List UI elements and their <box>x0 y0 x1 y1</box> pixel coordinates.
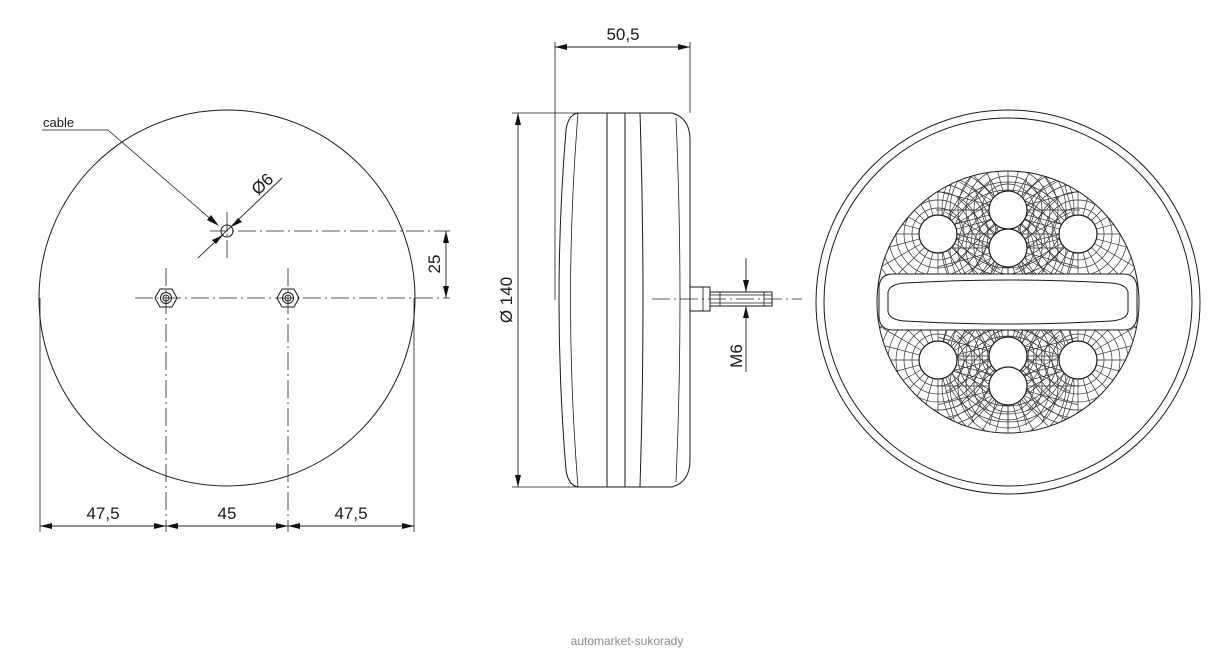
cable-label: cable <box>43 115 74 130</box>
side-housing-back <box>600 112 691 488</box>
watermark: automarket-sukorady <box>571 634 684 648</box>
led-hole <box>918 340 958 380</box>
hole-diameter-leader <box>197 177 283 259</box>
led-hole <box>988 190 1028 230</box>
hole-diameter-arrow-b <box>231 218 242 227</box>
rear-view: Ø6 cable 47,5 45 <box>38 109 450 532</box>
width-mid-label: 45 <box>218 504 237 523</box>
side-lens-curve <box>570 112 579 488</box>
led-hole <box>918 214 958 254</box>
led-holes <box>918 190 1098 406</box>
front-view <box>815 109 1201 495</box>
center-bar-inner <box>887 279 1129 325</box>
led-hole <box>1058 340 1098 380</box>
hole-diameter-label: Ø6 <box>248 170 278 199</box>
offset-label: 25 <box>425 255 444 274</box>
diameter-label: Ø 140 <box>497 277 516 323</box>
led-hole <box>988 366 1028 406</box>
led-hole <box>1058 214 1098 254</box>
thread-label: M6 <box>727 344 746 368</box>
side-housing-front <box>558 112 600 488</box>
depth-label: 50,5 <box>606 25 639 44</box>
side-rim <box>675 117 681 483</box>
front-outer-ring <box>815 109 1201 495</box>
width-left-label: 47,5 <box>86 504 119 523</box>
led-hole <box>988 228 1028 268</box>
width-right-label: 47,5 <box>334 504 367 523</box>
hole-diameter-arrow-a <box>212 235 223 244</box>
side-view: M6 50,5 Ø 140 <box>497 25 802 488</box>
front-inner-ring <box>823 117 1193 487</box>
cable-leader-arrow <box>207 215 219 226</box>
cable-leader-line <box>107 129 215 223</box>
side-ring-3 <box>639 112 644 488</box>
